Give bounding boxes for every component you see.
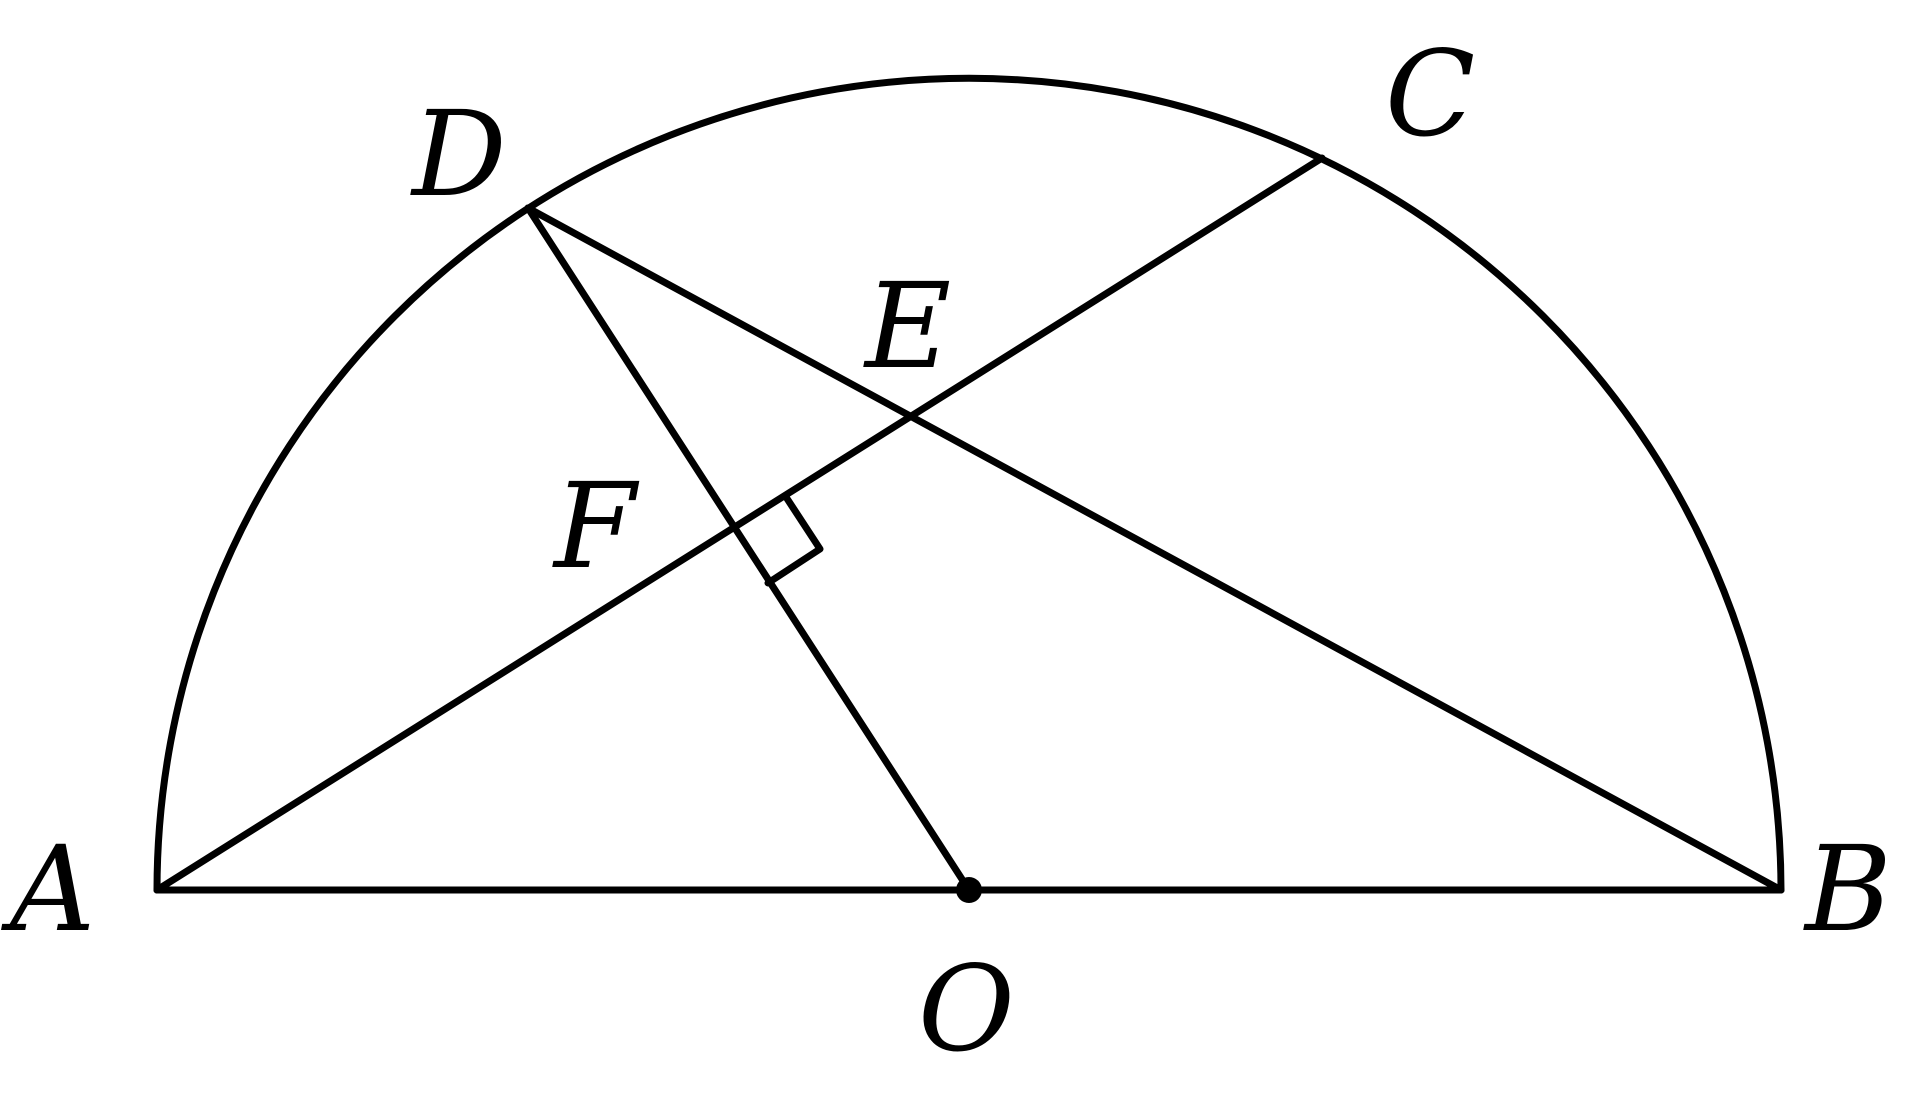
center-point-o xyxy=(956,877,982,903)
label-f: F xyxy=(552,457,640,595)
label-e: E xyxy=(863,257,951,395)
semicircle-arc xyxy=(153,74,1785,894)
chord-db xyxy=(524,204,1785,894)
label-c: C xyxy=(1385,25,1475,163)
label-o: O xyxy=(918,940,1015,1078)
radius-od xyxy=(524,204,973,894)
right-angle-marker xyxy=(764,493,824,587)
label-b: B xyxy=(1803,820,1892,958)
chord-ac xyxy=(153,154,1326,894)
label-d: D xyxy=(410,85,507,223)
label-a: A xyxy=(1,820,95,958)
